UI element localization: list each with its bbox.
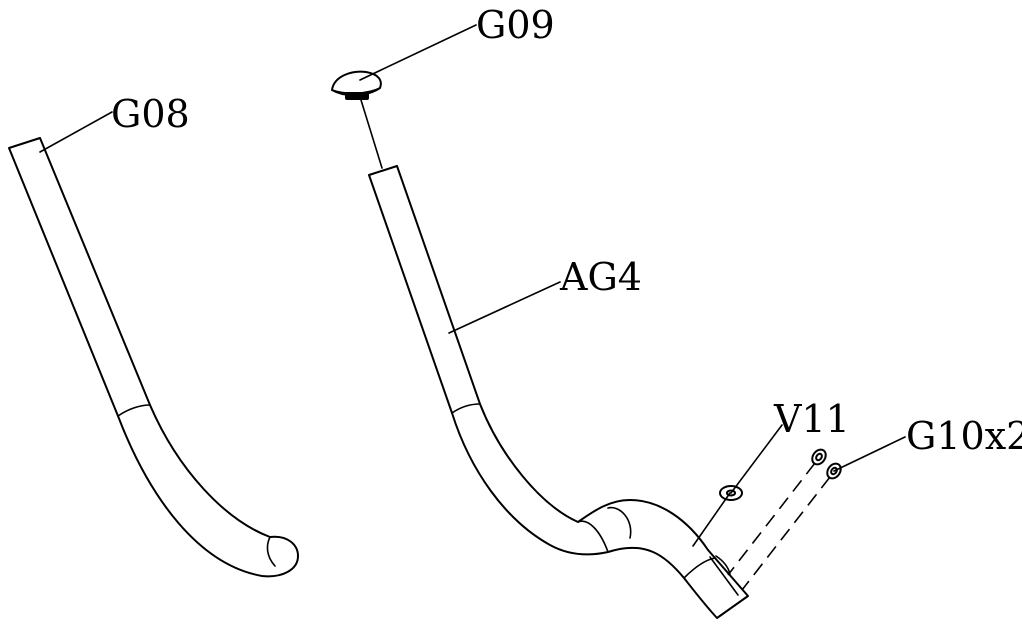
- assembly-line-bolt-b: [741, 476, 831, 591]
- label-v11: V11: [773, 397, 850, 441]
- leader-line-ag4: [448, 281, 561, 334]
- leader-line-v11: [692, 492, 731, 547]
- end-cap-g09: [331, 70, 382, 100]
- leader-line-v11-label: [730, 424, 783, 494]
- assembly-line-g09: [360, 99, 383, 169]
- label-g08: G08: [111, 92, 190, 136]
- handlebar-tube-g08: [8, 137, 299, 578]
- leader-line-g09: [359, 24, 477, 81]
- end-cap-plug: [345, 92, 369, 100]
- leader-line-g10: [833, 436, 906, 472]
- bolt-g10-a: [811, 448, 827, 466]
- leader-line-g08: [39, 111, 113, 153]
- assembly-line-bolt-a: [727, 462, 816, 576]
- label-g09: G09: [476, 3, 555, 47]
- label-ag4: AG4: [559, 255, 642, 299]
- handlebar-tube-ag4: [368, 165, 749, 619]
- label-g10: G10x2: [906, 414, 1022, 458]
